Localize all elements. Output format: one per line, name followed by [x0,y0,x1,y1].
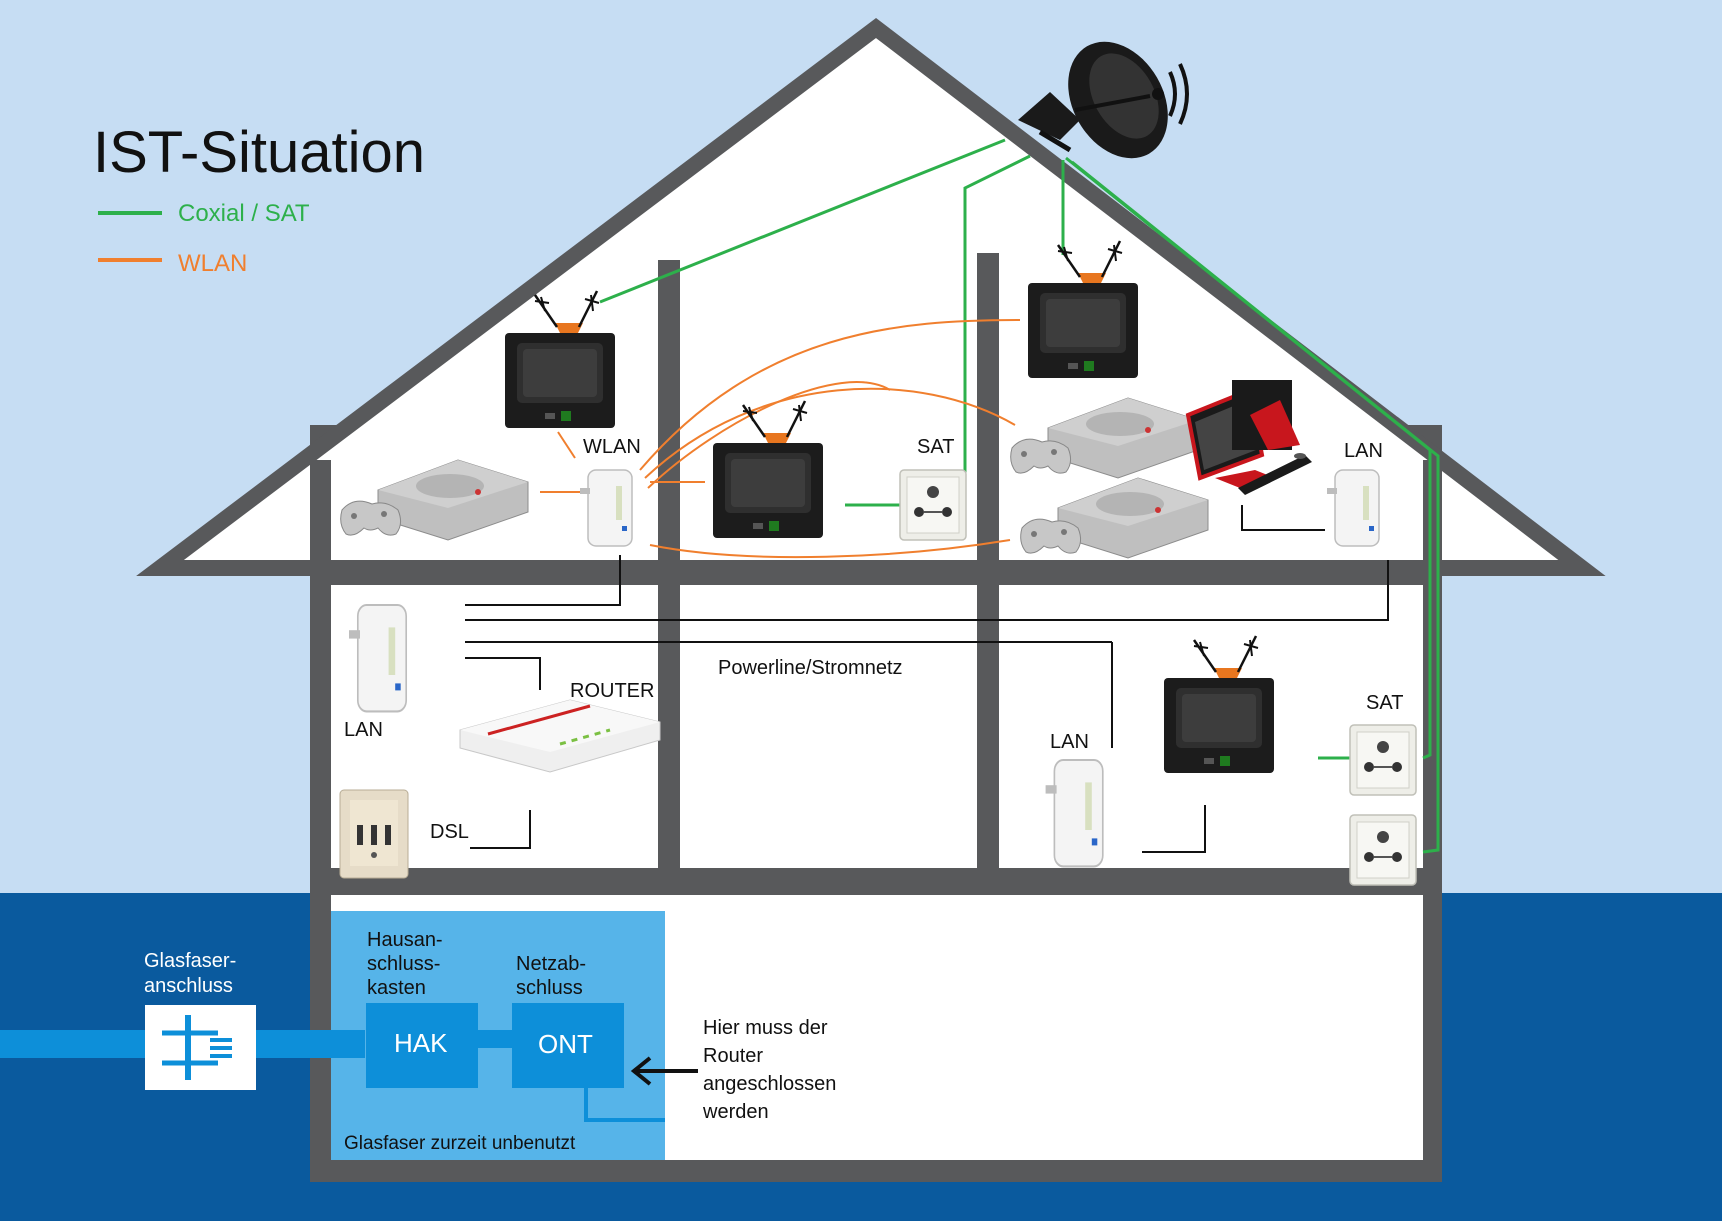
router-note: Hier muss der [703,1017,828,1039]
sat-socket-icon [1350,725,1416,795]
powerline-label: Powerline/Stromnetz [718,657,903,679]
fiber-unused-note: Glasfaser zurzeit unbenutzt [344,1133,576,1154]
sat-socket-icon [1350,815,1416,885]
powerline-adapter-icon [349,605,406,711]
ont-caption: Netzab- [516,953,586,975]
powerline-adapter-icon [1327,470,1379,546]
fiber-connection-icon [145,1005,256,1090]
sat-socket-icon [900,470,966,540]
dsl-label: DSL [430,821,469,843]
lan-left-label: LAN [344,719,383,741]
ont-box-label: ONT [538,1029,593,1059]
router-note: werden [702,1101,769,1123]
router-label: ROUTER [570,680,654,702]
sat-top-label: SAT [917,436,954,458]
legend-coax-label: Coxial / SAT [178,200,310,227]
phone-socket-icon [340,790,408,878]
lan-top-label: LAN [1344,440,1383,462]
sat-right-label: SAT [1366,692,1403,714]
fiber-connection-label: anschluss [144,975,233,997]
router-note: angeschlossen [703,1073,836,1095]
hak-caption: Hausan- [367,929,443,951]
hak-caption: kasten [367,977,426,999]
powerline-adapter-icon [580,470,632,546]
hak-box-label: HAK [394,1028,448,1058]
powerline-adapter-icon [1046,760,1103,866]
legend-wlan-label: WLAN [178,250,247,277]
router-note: Router [703,1045,763,1067]
lan-right-label: LAN [1050,731,1089,753]
page-title: IST-Situation [93,120,425,185]
ont-caption: schluss [516,977,583,999]
hak-caption: schluss- [367,953,440,975]
fiber-connection-label: Glasfaser- [144,950,236,972]
wlan-label: WLAN [583,436,641,458]
